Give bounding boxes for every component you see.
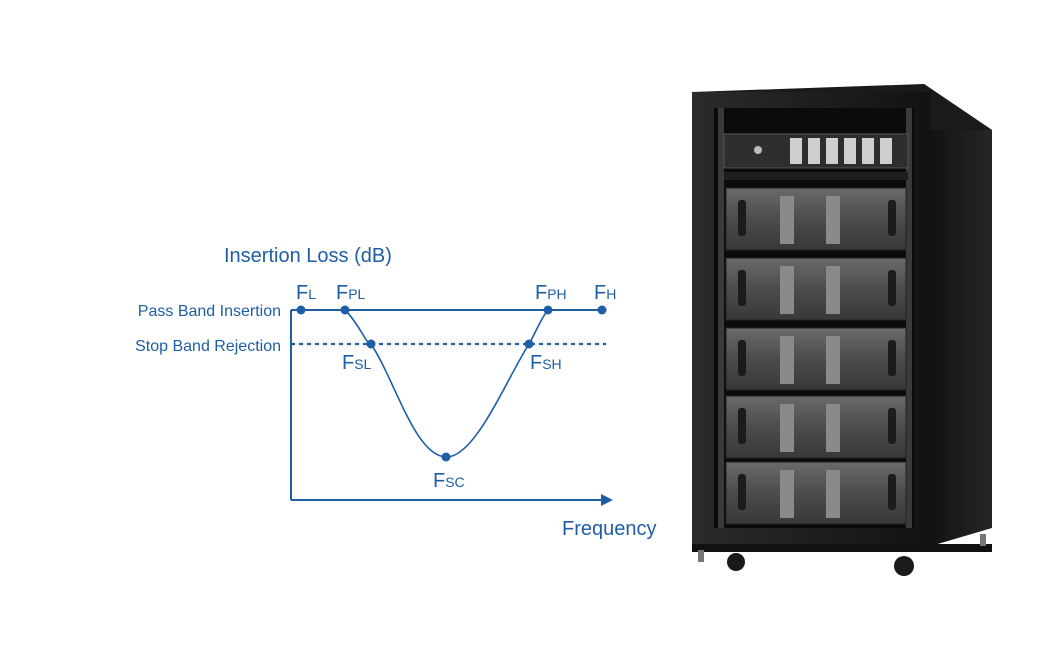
- y-axis-label: Insertion Loss (dB): [224, 245, 392, 267]
- point-fl: [296, 305, 306, 315]
- rack-rail-right: [906, 108, 912, 528]
- label-fsh: FSH: [530, 352, 562, 374]
- rack-rail-left: [718, 108, 724, 528]
- label-fph: FPH: [535, 282, 567, 304]
- cabinet-base: [692, 544, 992, 552]
- point-fsl: [366, 339, 376, 349]
- point-fpl: [340, 305, 350, 315]
- controller-knob: [754, 146, 762, 154]
- rack-cabinet-image: [692, 84, 992, 576]
- shelf: [724, 172, 908, 180]
- label-fsc: FSC: [433, 470, 465, 492]
- casters: [698, 534, 986, 576]
- point-fsc: [441, 452, 451, 462]
- insertion-loss-diagram: Insertion Loss (dB) Frequency Pass Band …: [135, 245, 657, 540]
- label-fh: FH: [594, 282, 616, 304]
- filter-modules: [725, 187, 907, 525]
- x-axis-arrow: [601, 494, 613, 506]
- stop-band-label: Stop Band Rejection: [135, 338, 281, 355]
- x-axis-label: Frequency: [562, 518, 657, 540]
- point-fsh: [524, 339, 534, 349]
- label-fpl: FPL: [336, 282, 366, 304]
- rejection-curve: [344, 309, 549, 458]
- pass-band-label: Pass Band Insertion: [138, 303, 281, 320]
- label-fl: FL: [296, 282, 316, 304]
- label-fsl: FSL: [342, 352, 372, 374]
- point-fph: [543, 305, 553, 315]
- cabinet-side-panel: [924, 84, 992, 548]
- point-fh: [597, 305, 607, 315]
